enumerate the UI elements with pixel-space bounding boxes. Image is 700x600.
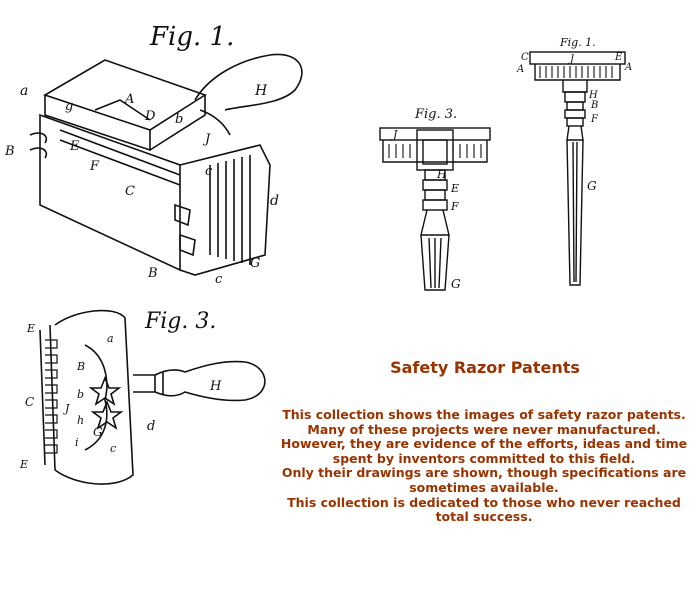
part-label: F: [590, 114, 599, 125]
part-label: E: [26, 322, 35, 335]
part-label: B: [76, 360, 85, 373]
part-label: E: [69, 139, 80, 154]
intro-text: This collection shows the images of safe…: [275, 407, 693, 525]
part-label: A: [624, 62, 632, 73]
part-label: G: [250, 256, 260, 271]
part-label: F: [89, 159, 100, 174]
part-label: C: [521, 52, 529, 63]
part-label: H: [588, 90, 598, 101]
part-label: E: [19, 458, 28, 471]
part-label: B: [147, 266, 158, 281]
fig-label: Fig. 3.: [414, 107, 457, 122]
patent-drawing-fig1-clamp: Fig. 1. a H g A D b J B E c F: [0, 15, 320, 290]
part-label: c: [110, 442, 116, 455]
part-label: J: [63, 402, 70, 415]
intro-line: This collection shows the images of safe…: [282, 407, 686, 422]
part-label: d: [270, 193, 279, 209]
part-label: J: [568, 54, 575, 65]
part-label: a: [107, 332, 114, 345]
part-label: b: [77, 388, 84, 401]
part-label: c: [215, 272, 223, 287]
part-label: A: [516, 64, 524, 75]
part-label: D: [144, 109, 156, 124]
intro-line: sometimes available.: [409, 479, 559, 495]
intro-line: This collection is dedicated to those wh…: [287, 494, 681, 510]
part-label: c: [205, 164, 213, 179]
part-label: J: [391, 128, 398, 141]
page-title: Safety Razor Patents: [390, 358, 580, 377]
part-label: G: [93, 425, 103, 439]
part-label: h: [77, 414, 84, 427]
part-label: g: [65, 99, 73, 114]
part-label: H: [436, 168, 447, 181]
part-label: B: [590, 100, 598, 111]
patent-drawing-fig3-clamp-stars: Fig. 3. E a B b C J h G i c d H E: [15, 300, 305, 495]
part-label: H: [254, 83, 268, 99]
part-label: E: [450, 182, 459, 195]
part-label: J: [202, 132, 211, 147]
part-label: F: [450, 200, 459, 213]
part-label: G: [451, 277, 461, 291]
intro-line: spent by inventors committed to this fie…: [332, 450, 636, 466]
part-label: C: [125, 184, 135, 199]
intro-line: total success.: [435, 509, 533, 525]
part-label: B: [4, 144, 15, 159]
part-label: A: [124, 92, 134, 107]
intro-line: However, they are evidence of the effort…: [280, 436, 688, 452]
fig-label: Fig. 3.: [144, 309, 216, 334]
part-label: b: [175, 112, 183, 127]
part-label: d: [147, 419, 155, 434]
fig-label: Fig. 1.: [149, 22, 234, 52]
patent-drawing-fig3-head: Fig. 3. J H E F G: [375, 100, 495, 300]
part-label: H: [209, 379, 222, 394]
patent-drawing-fig1-long-handle: Fig. 1. C A J E A H B F G: [515, 30, 635, 300]
part-label: a: [20, 83, 28, 99]
part-label: G: [587, 179, 597, 193]
intro-line: Many of these projects were never manufa…: [307, 421, 661, 437]
part-label: C: [25, 395, 34, 409]
part-label: E: [614, 52, 623, 63]
intro-line: Only their drawings are shown, though sp…: [281, 465, 687, 481]
part-label: i: [75, 436, 79, 449]
fig-label: Fig. 1.: [559, 36, 596, 49]
